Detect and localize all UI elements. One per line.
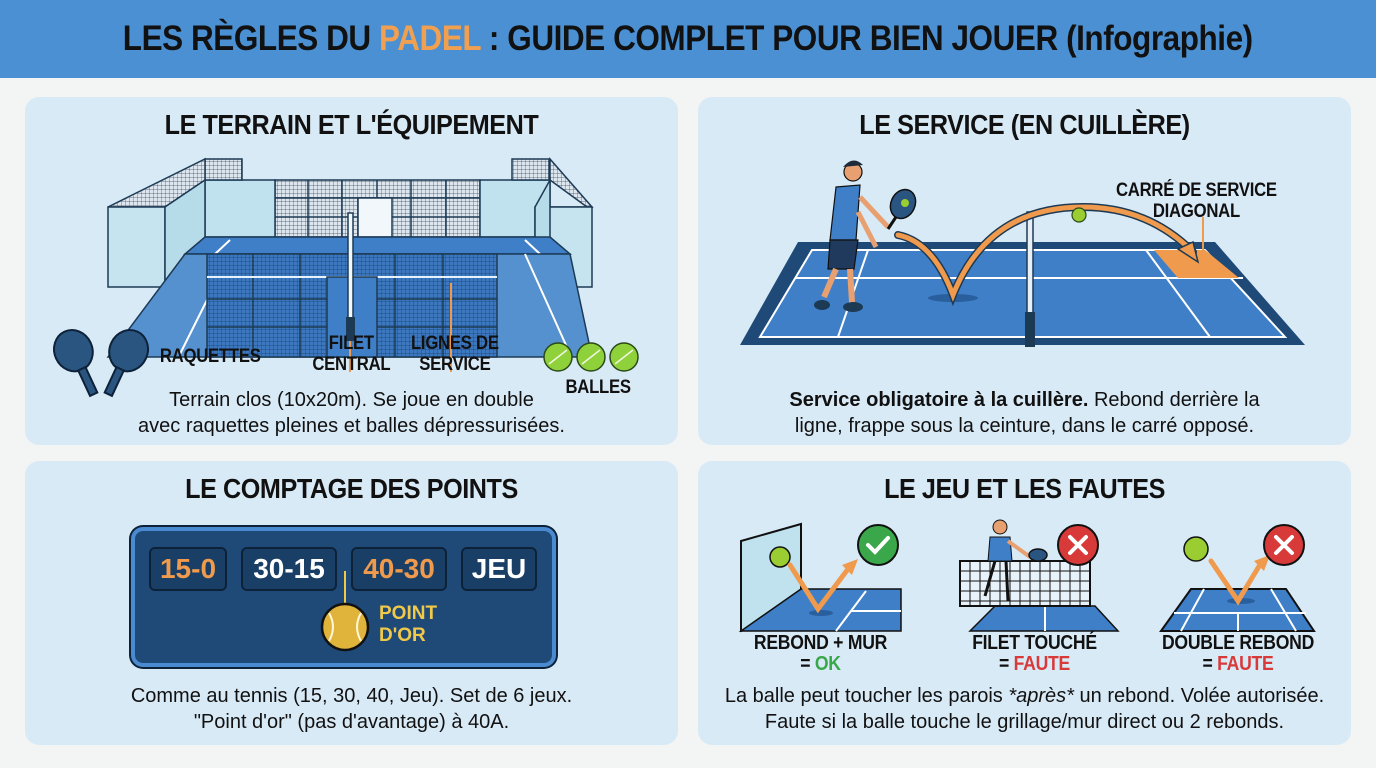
callout-line2: DIAGONAL (1152, 201, 1240, 222)
case-title: REBOND + MUR (753, 632, 888, 654)
panel-title: LE TERRAIN ET L'ÉQUIPEMENT (164, 109, 539, 140)
verdict-prefix: = (1202, 653, 1218, 675)
fautes-desc-line2: Faute si la balle touche le grillage/mur… (764, 711, 1285, 733)
header-banner: LES RÈGLES DU PADEL : GUIDE COMPLET POUR… (0, 0, 1376, 78)
label-filet-line1: FILET (328, 333, 374, 354)
cross-icon (1274, 535, 1294, 555)
label-filet-line2: CENTRAL (312, 354, 391, 375)
panel-service: LE SERVICE (EN CUILLÈRE) (698, 97, 1351, 445)
filet-touche-illustration (959, 519, 1120, 632)
label-lignes-line1: LIGNES DE (410, 333, 499, 354)
fautes-desc-em: *après* (1008, 685, 1074, 707)
point-dor-line2: D'OR (379, 625, 426, 646)
panel-title: LE COMPTAGE DES POINTS (185, 473, 518, 504)
comptage-desc-line2: "Point d'or" (pas d'avantage) à 40A. (193, 711, 510, 733)
point-dor-line1: POINT (379, 603, 438, 624)
label-lignes-service: LIGNES DE SERVICE (411, 333, 499, 375)
verdict-faute: FAUTE (1217, 653, 1274, 675)
label-filet: FILET CENTRAL (312, 333, 390, 375)
case-title: DOUBLE REBOND (1161, 632, 1315, 654)
callout-carre-service: CARRÉ DE SERVICE DIAGONAL (1116, 180, 1277, 222)
verdict-faute: FAUTE (1013, 653, 1071, 675)
page-title: LES RÈGLES DU PADEL : GUIDE COMPLET POUR… (123, 19, 1253, 59)
service-desc-bold: Service obligatoire à la cuillère. (789, 389, 1089, 411)
title-accent: PADEL (379, 19, 481, 58)
scoreboard: 15-0 30-15 40-30 JEU POINT D'OR (131, 527, 556, 667)
panel-terrain: LE TERRAIN ET L'ÉQUIPEMENT (25, 97, 678, 445)
score-15-0: 15-0 (149, 547, 227, 591)
balls-icon (543, 342, 639, 372)
callout-line1: CARRÉ DE SERVICE (1115, 180, 1277, 201)
verdict-ok: OK (814, 653, 841, 675)
score-40-30: 40-30 (351, 547, 447, 591)
panel-title: LE SERVICE (EN CUILLÈRE) (859, 109, 1190, 140)
court-3d-icon (106, 157, 594, 372)
service-court-icon (740, 160, 1305, 347)
cross-icon (1068, 535, 1088, 555)
check-icon (866, 536, 890, 555)
rebond-mur-illustration (738, 522, 902, 633)
title-prefix: LES RÈGLES DU (123, 19, 380, 58)
gold-ball-icon (320, 571, 370, 652)
fautes-desc-a: La balle peut toucher les parois (724, 685, 1009, 707)
case-title: FILET TOUCHÉ (972, 632, 1097, 654)
label-balles: BALLES (565, 377, 631, 398)
comptage-desc-line1: Comme au tennis (15, 30, 40, Jeu). Set d… (130, 685, 573, 707)
terrain-description: Terrain clos (10x20m). Se joue en double… (25, 387, 678, 439)
score-30-15: 30-15 (241, 547, 337, 591)
panel-fautes: LE JEU ET LES FAUTES REBOND + MUR = OK F (698, 461, 1351, 745)
comptage-description: Comme au tennis (15, 30, 40, Jeu). Set d… (25, 683, 678, 735)
terrain-desc-line2: avec raquettes pleines et balles dépress… (138, 415, 565, 437)
fautes-description: La balle peut toucher les parois *après*… (698, 683, 1351, 735)
label-lignes-line2: SERVICE (419, 354, 491, 375)
panel-comptage: LE COMPTAGE DES POINTS 15-0 30-15 40-30 … (25, 461, 678, 745)
point-dor-label: POINT D'OR (379, 603, 437, 647)
panel-title: LE JEU ET LES FAUTES (884, 473, 1165, 504)
terrain-desc-line1: Terrain clos (10x20m). Se joue en double (169, 389, 534, 411)
service-desc-line2: ligne, frappe sous la ceinture, dans le … (794, 415, 1255, 437)
double-rebond-illustration (1159, 524, 1316, 632)
case-double-rebond: DOUBLE REBOND = FAUTE (1159, 633, 1317, 675)
title-suffix: : GUIDE COMPLET POUR BIEN JOUER (Infogra… (480, 19, 1253, 58)
case-filet-touche: FILET TOUCHÉ = FAUTE (962, 633, 1107, 675)
label-raquettes: RAQUETTES (159, 346, 261, 367)
verdict-prefix: = (800, 653, 815, 675)
case-rebond-mur: REBOND + MUR = OK (748, 633, 893, 675)
service-description: Service obligatoire à la cuillère. Rebon… (698, 387, 1351, 439)
player-figure (814, 160, 917, 312)
score-jeu: JEU (461, 547, 537, 591)
fautes-desc-b: un rebond. Volée autorisée. (1073, 685, 1325, 707)
verdict-prefix: = (998, 653, 1014, 675)
service-desc-rest: Rebond derrière la (1088, 389, 1260, 411)
rackets-icon (53, 329, 149, 398)
